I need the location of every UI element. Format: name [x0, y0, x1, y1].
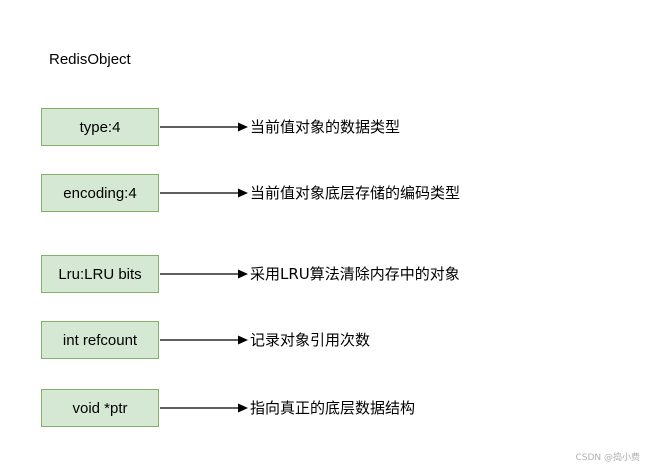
- field-box-ptr: void *ptr: [41, 389, 159, 427]
- field-description-refcount: 记录对象引用次数: [250, 331, 371, 349]
- arrow-right-icon: [160, 335, 248, 345]
- field-description-lru: 采用LRU算法清除内存中的对象: [250, 265, 460, 283]
- arrow-right-icon: [160, 122, 248, 132]
- field-description-encoding: 当前值对象底层存储的编码类型: [250, 184, 461, 202]
- field-description-type: 当前值对象的数据类型: [250, 118, 401, 136]
- arrow-right-icon: [160, 269, 248, 279]
- watermark: CSDN @捣小费: [575, 453, 640, 463]
- arrow-right-icon: [160, 188, 248, 198]
- field-box-lru: Lru:LRU bits: [41, 255, 159, 293]
- field-box-type: type:4: [41, 108, 159, 146]
- field-description-ptr: 指向真正的底层数据结构: [250, 399, 416, 417]
- arrow-right-icon: [160, 403, 248, 413]
- diagram-title: RedisObject: [49, 51, 131, 68]
- field-box-encoding: encoding:4: [41, 174, 159, 212]
- field-box-refcount: int refcount: [41, 321, 159, 359]
